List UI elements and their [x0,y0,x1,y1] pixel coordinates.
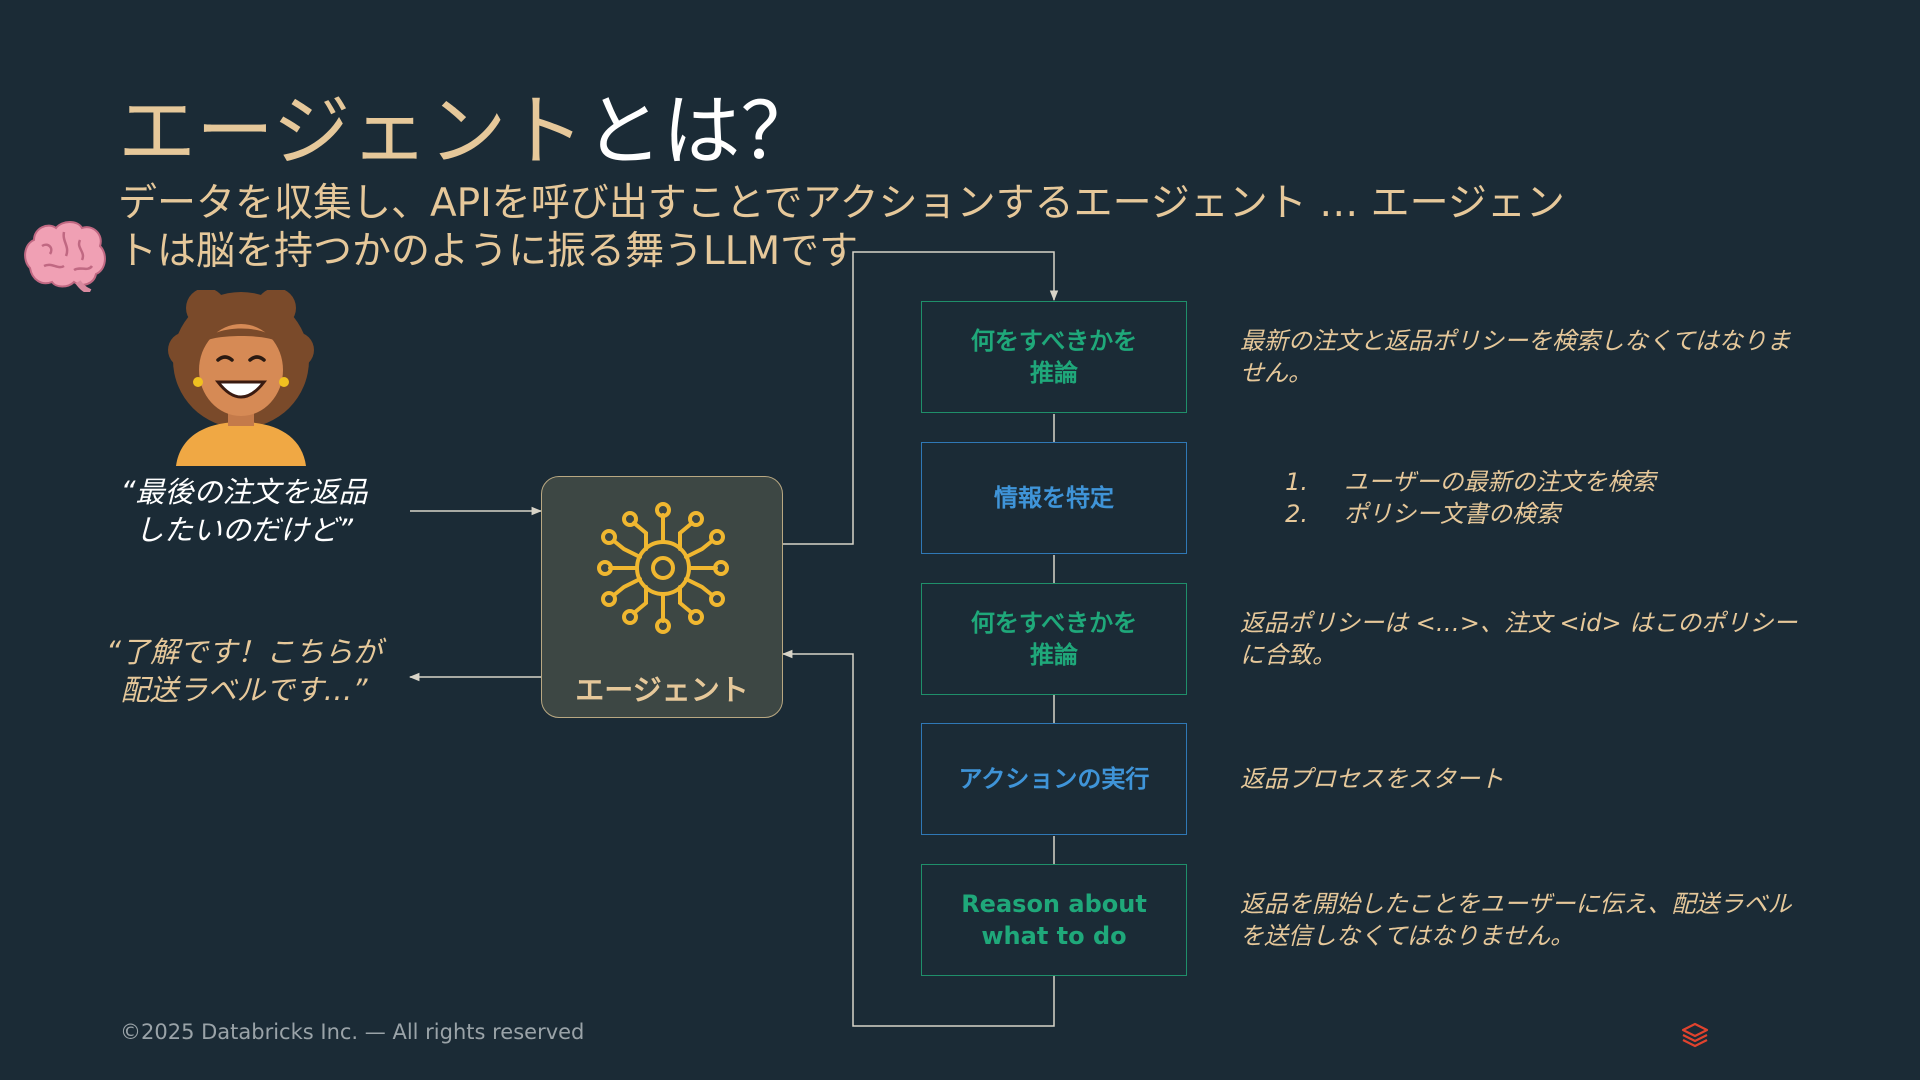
step-take-action: アクションの実行 [921,723,1187,835]
step-1-description: 最新の注文と返品ポリシーを検索しなくてはなりません。 [1240,327,1791,387]
step-5-description: 返品を開始したことをユーザーに伝え、配送ラベルを送信しなくてはなりません。 [1240,890,1792,950]
title-part-what-is: とは？ [584,87,819,177]
list-item-text: ポリシー文書の検索 [1344,500,1560,528]
page-title: エージェントとは？ [118,84,818,180]
list-item-text: ユーザーの最新の注文を検索 [1344,468,1656,496]
woman-avatar-icon [168,290,314,466]
step-reason-1: 何をすべきかを 推論 [921,301,1187,413]
databricks-logo-icon [1681,1022,1709,1048]
list-number: 1. [1285,468,1308,496]
neural-network-icon [597,502,729,634]
steps-to-agent-loop [781,649,1055,1027]
brain-icon [24,221,106,292]
agent-reply-quote: “了解です！こちらが 配送ラベルです…” [105,635,383,707]
step-2-description: 1. ユーザーの最新の注文を検索 2. ポリシー文書の検索 [1240,466,1800,530]
list-item: 2. ポリシー文書の検索 [1240,498,1800,530]
agent-box: エージェント [541,476,783,718]
user-request-quote: “最後の注文を返品 したいのだけど” [120,475,368,547]
title-part-agent: エージェント [118,87,585,177]
step-2-list: 1. ユーザーの最新の注文を検索 2. ポリシー文書の検索 [1240,466,1800,530]
step-reason-3: Reason about what to do [921,864,1187,976]
copyright-footer: ©2025 Databricks Inc. — All rights reser… [120,1020,585,1044]
agent-to-steps-loop [783,251,1059,545]
list-number: 2. [1285,500,1308,528]
agent-label: エージェント [575,673,749,707]
subtitle: データを収集し、APIを呼び出すことでアクションするエージェント … エージェン… [118,181,1565,274]
step-identify-info: 情報を特定 [921,442,1187,554]
list-item: 1. ユーザーの最新の注文を検索 [1240,466,1800,498]
step-4-description: 返品プロセスをスタート [1240,765,1504,793]
step-reason-2: 何をすべきかを 推論 [921,583,1187,695]
step-3-description: 返品ポリシーは <…>、注文 <id> はこのポリシーに合致。 [1240,609,1798,669]
